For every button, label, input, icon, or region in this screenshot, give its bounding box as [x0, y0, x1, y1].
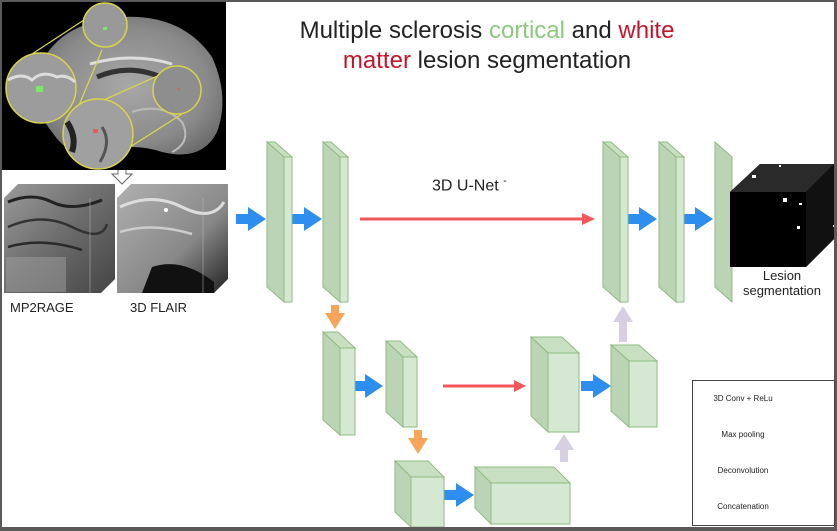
encoder-block-level1	[265, 140, 294, 304]
wm-lesion-marker	[93, 129, 98, 133]
skip-connection-level1	[360, 213, 595, 225]
legend-item-conv: 3D Conv + ReLu	[693, 385, 834, 415]
legend-item-concat: Concatenation	[693, 493, 834, 523]
cortical-lesion-marker	[103, 27, 107, 30]
unet-label-superscript: -	[503, 175, 507, 187]
bottleneck-block	[473, 465, 572, 526]
conv-arrow-icon	[353, 374, 383, 398]
decoder-block-level1	[601, 140, 630, 304]
title-matter-word: matter	[342, 47, 411, 74]
legend-label: Concatenation	[717, 502, 769, 511]
mp2rage-label: MP2RAGE	[10, 300, 74, 315]
output-label-line1: Lesion	[762, 268, 802, 283]
encoder-block-level1	[321, 140, 350, 304]
conv-arrow-icon	[627, 207, 657, 231]
lesion-segmentation-label: Lesion segmentation	[734, 268, 830, 298]
title-cortical-word: cortical	[488, 17, 565, 44]
output-slab	[714, 140, 733, 304]
legend-item-deconv: Deconvolution	[693, 457, 834, 487]
bottleneck-block	[393, 459, 446, 527]
max-pool-arrow-icon	[408, 430, 428, 454]
mp2rage-image-cube	[4, 184, 115, 293]
legend-box: 3D Conv + ReLu Max pooling Deconvolution…	[692, 380, 835, 526]
title-text: lesion segmentation	[410, 47, 632, 74]
title-text: Multiple sclerosis	[299, 17, 489, 44]
deconv-arrow-icon	[554, 434, 574, 462]
title-white-word: white	[618, 17, 675, 44]
decoder-block-level2	[529, 335, 581, 434]
zoom-circle	[62, 98, 134, 170]
conv-arrow-icon	[683, 207, 713, 231]
hollow-down-arrow-icon	[110, 170, 134, 185]
title-text: and	[565, 17, 619, 44]
unet-label-text: 3D U-Net	[432, 177, 499, 195]
diagram-title: Multiple sclerosis cortical and white ma…	[272, 16, 702, 76]
cortical-lesion-marker	[36, 86, 43, 92]
unet-label: 3D U-Net -	[432, 175, 507, 195]
conv-arrow-icon	[236, 207, 266, 231]
flair-label: 3D FLAIR	[130, 300, 188, 315]
conv-arrow-icon	[292, 207, 322, 231]
wm-lesion-marker	[177, 88, 180, 90]
legend-label: Max pooling	[721, 430, 765, 439]
decoder-block-level2	[609, 343, 659, 429]
encoder-block-level2	[321, 330, 357, 437]
deconv-arrow-icon	[613, 306, 633, 342]
brain-mri-image	[2, 2, 226, 170]
max-pool-arrow-icon	[325, 305, 345, 329]
lesion-segmentation-cube	[730, 164, 834, 267]
zoom-circle	[82, 2, 128, 48]
encoder-block-level2	[384, 339, 419, 429]
legend-label: 3D Conv + ReLu	[713, 394, 773, 403]
flair-image-cube	[117, 184, 228, 293]
conv-arrow-icon	[581, 374, 611, 398]
decoder-block-level1	[657, 140, 686, 304]
skip-connection-level2	[443, 380, 526, 392]
legend-label: Deconvolution	[717, 466, 769, 475]
output-label-line2: segmentation	[742, 283, 822, 298]
conv-arrow-icon	[444, 483, 474, 507]
legend-item-maxpool: Max pooling	[693, 421, 834, 451]
